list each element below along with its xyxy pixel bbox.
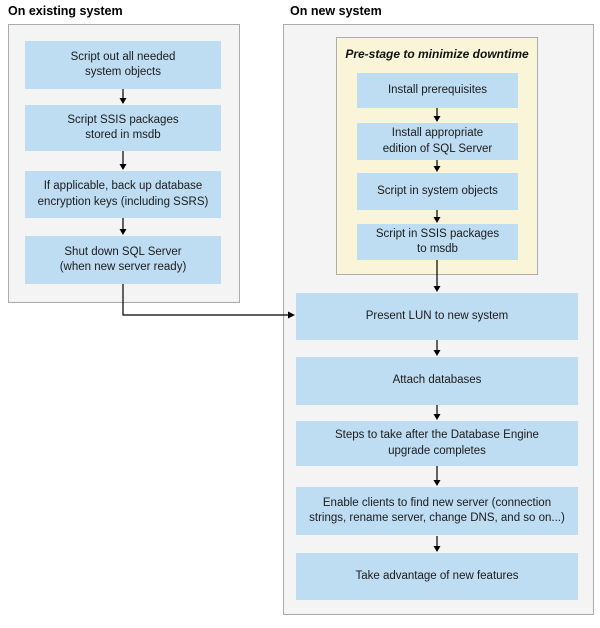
flow-step-script-in-ssis-packages: Script in SSIS packages to msdb bbox=[357, 224, 518, 260]
flow-step-script-in-system-objects: Script in system objects bbox=[357, 173, 518, 210]
new-system-header: On new system bbox=[290, 4, 382, 18]
flow-step-script-ssis-packages: Script SSIS packages stored in msdb bbox=[25, 105, 221, 151]
flow-step-install-prerequisites: Install prerequisites bbox=[357, 73, 518, 108]
flow-step-script-out-system-objects: Script out all needed system objects bbox=[25, 41, 221, 89]
existing-system-header: On existing system bbox=[8, 4, 123, 18]
flow-step-take-advantage-new-features: Take advantage of new features bbox=[296, 553, 578, 600]
flow-step-present-lun: Present LUN to new system bbox=[296, 293, 578, 340]
flow-step-attach-databases: Attach databases bbox=[296, 357, 578, 405]
flow-step-post-upgrade-steps: Steps to take after the Database Engine … bbox=[296, 421, 578, 466]
flow-step-backup-encryption-keys: If applicable, back up database encrypti… bbox=[25, 171, 221, 218]
flow-step-install-sql-server-edition: Install appropriate edition of SQL Serve… bbox=[357, 123, 518, 160]
flow-step-shut-down-sql-server: Shut down SQL Server (when new server re… bbox=[25, 236, 221, 284]
flow-step-enable-clients: Enable clients to find new server (conne… bbox=[296, 487, 578, 535]
prestage-title: Pre-stage to minimize downtime bbox=[345, 47, 529, 61]
